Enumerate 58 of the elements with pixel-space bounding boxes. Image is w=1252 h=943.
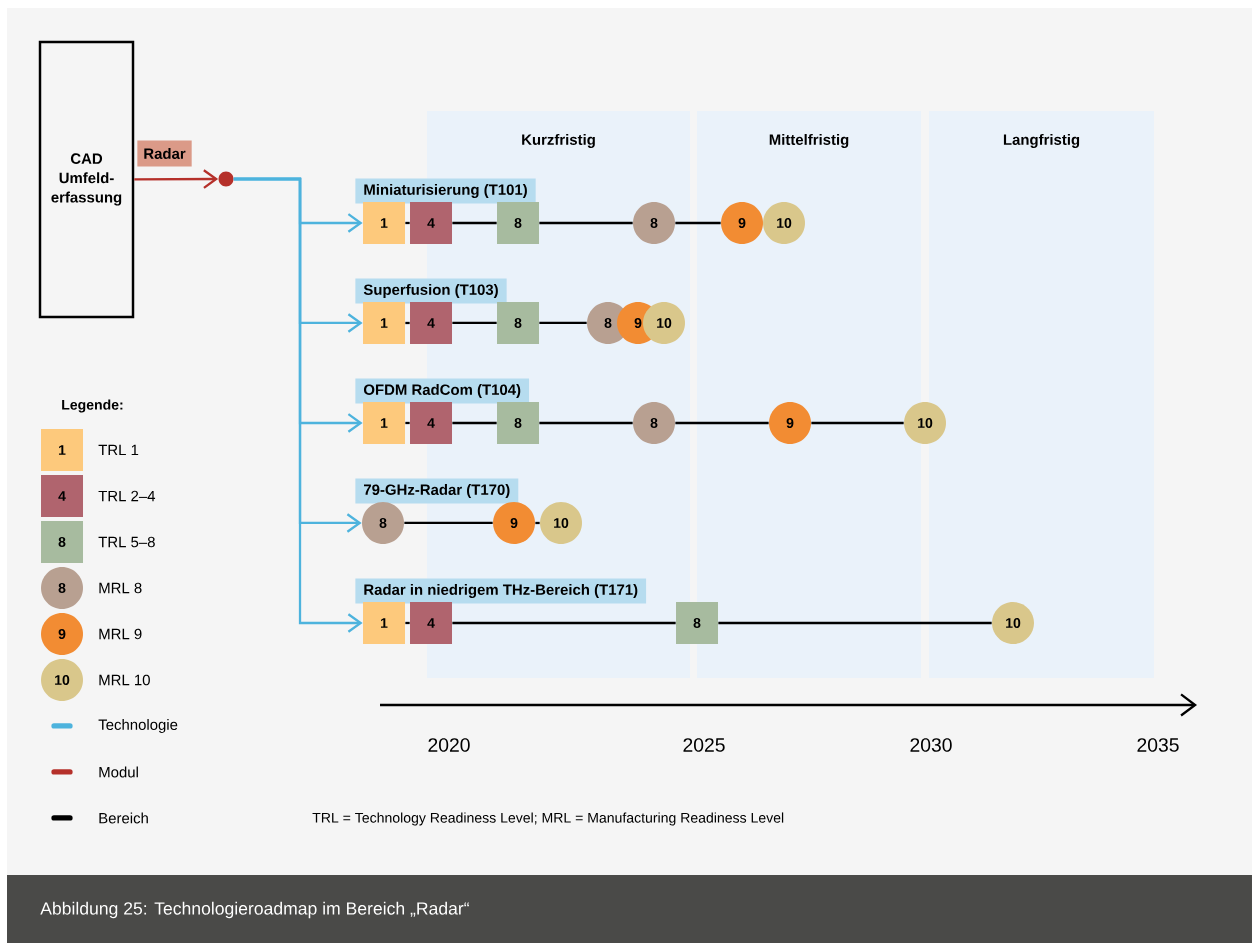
level-square: 8: [497, 302, 539, 344]
level-square: 8: [497, 402, 539, 444]
legend-text: TRL 5–8: [98, 536, 155, 548]
connector: [134, 169, 219, 189]
legend-text: MRL 8: [99, 582, 142, 594]
edge-label: Radar: [137, 140, 192, 167]
level-square: 4: [410, 202, 452, 244]
technology-label: OFDM RadCom (T104): [355, 378, 530, 404]
connector: [405, 421, 410, 425]
year-label: 2025: [683, 738, 725, 752]
connector: [404, 521, 493, 525]
connector: [452, 621, 676, 625]
connector: [718, 621, 992, 625]
level-square: 8: [676, 602, 718, 644]
legend-text: TRL 2–4: [98, 490, 156, 502]
year-label: 2020: [428, 738, 470, 752]
year-label: 2030: [910, 738, 952, 752]
level-square: 1: [363, 302, 405, 344]
junction-dot: [218, 171, 234, 187]
connector: [452, 321, 497, 325]
level-square: 4: [410, 302, 452, 344]
legend-text: MRL 10: [99, 674, 150, 686]
legend-text: TRL 1: [98, 444, 139, 456]
level-square: 4: [410, 402, 452, 444]
connector: [233, 177, 363, 633]
legend-text: Bereich: [99, 812, 148, 824]
level-square: 8: [497, 202, 539, 244]
legend-title: Legende:: [62, 399, 123, 413]
connector: [405, 221, 410, 225]
connector: [539, 321, 587, 325]
connector: [452, 221, 497, 225]
connector: [539, 421, 633, 425]
connector: [452, 421, 497, 425]
technology-label: Superfusion (T103): [355, 278, 507, 304]
connector: [811, 421, 904, 425]
legend-text: MRL 9: [99, 628, 142, 640]
level-square: 1: [363, 402, 405, 444]
connector: [675, 421, 769, 425]
footnote: TRL = Technology Readiness Level; MRL = Manufacturing Readiness Level: [312, 812, 784, 826]
period-label: Mittelfristig: [769, 134, 849, 148]
level-square: 1: [363, 602, 405, 644]
level-square: 1: [363, 202, 405, 244]
caption-bar: Abbildung 25: Technologieroadmap im Bereich „Radar“: [7, 875, 1252, 943]
connector: [405, 321, 410, 325]
technology-label: 79-GHz-Radar (T170): [355, 478, 519, 504]
technology-label: Miniaturisierung (T101): [355, 178, 536, 204]
legend-text: Technologie: [98, 719, 178, 733]
period-label: Kurzfristig: [522, 134, 595, 148]
connector: [539, 221, 633, 225]
connector: [405, 621, 410, 625]
connector: [675, 221, 721, 225]
legend-text: Modul: [99, 766, 138, 778]
level-square: 4: [410, 602, 452, 644]
technology-label: Radar in niedrigem THz-Bereich (T171): [355, 578, 647, 604]
connector: [535, 521, 540, 525]
period-label: Langfristig: [1003, 134, 1080, 148]
module-box: CAD Umfeld-erfassung: [38, 40, 135, 319]
year-label: 2035: [1137, 738, 1179, 752]
